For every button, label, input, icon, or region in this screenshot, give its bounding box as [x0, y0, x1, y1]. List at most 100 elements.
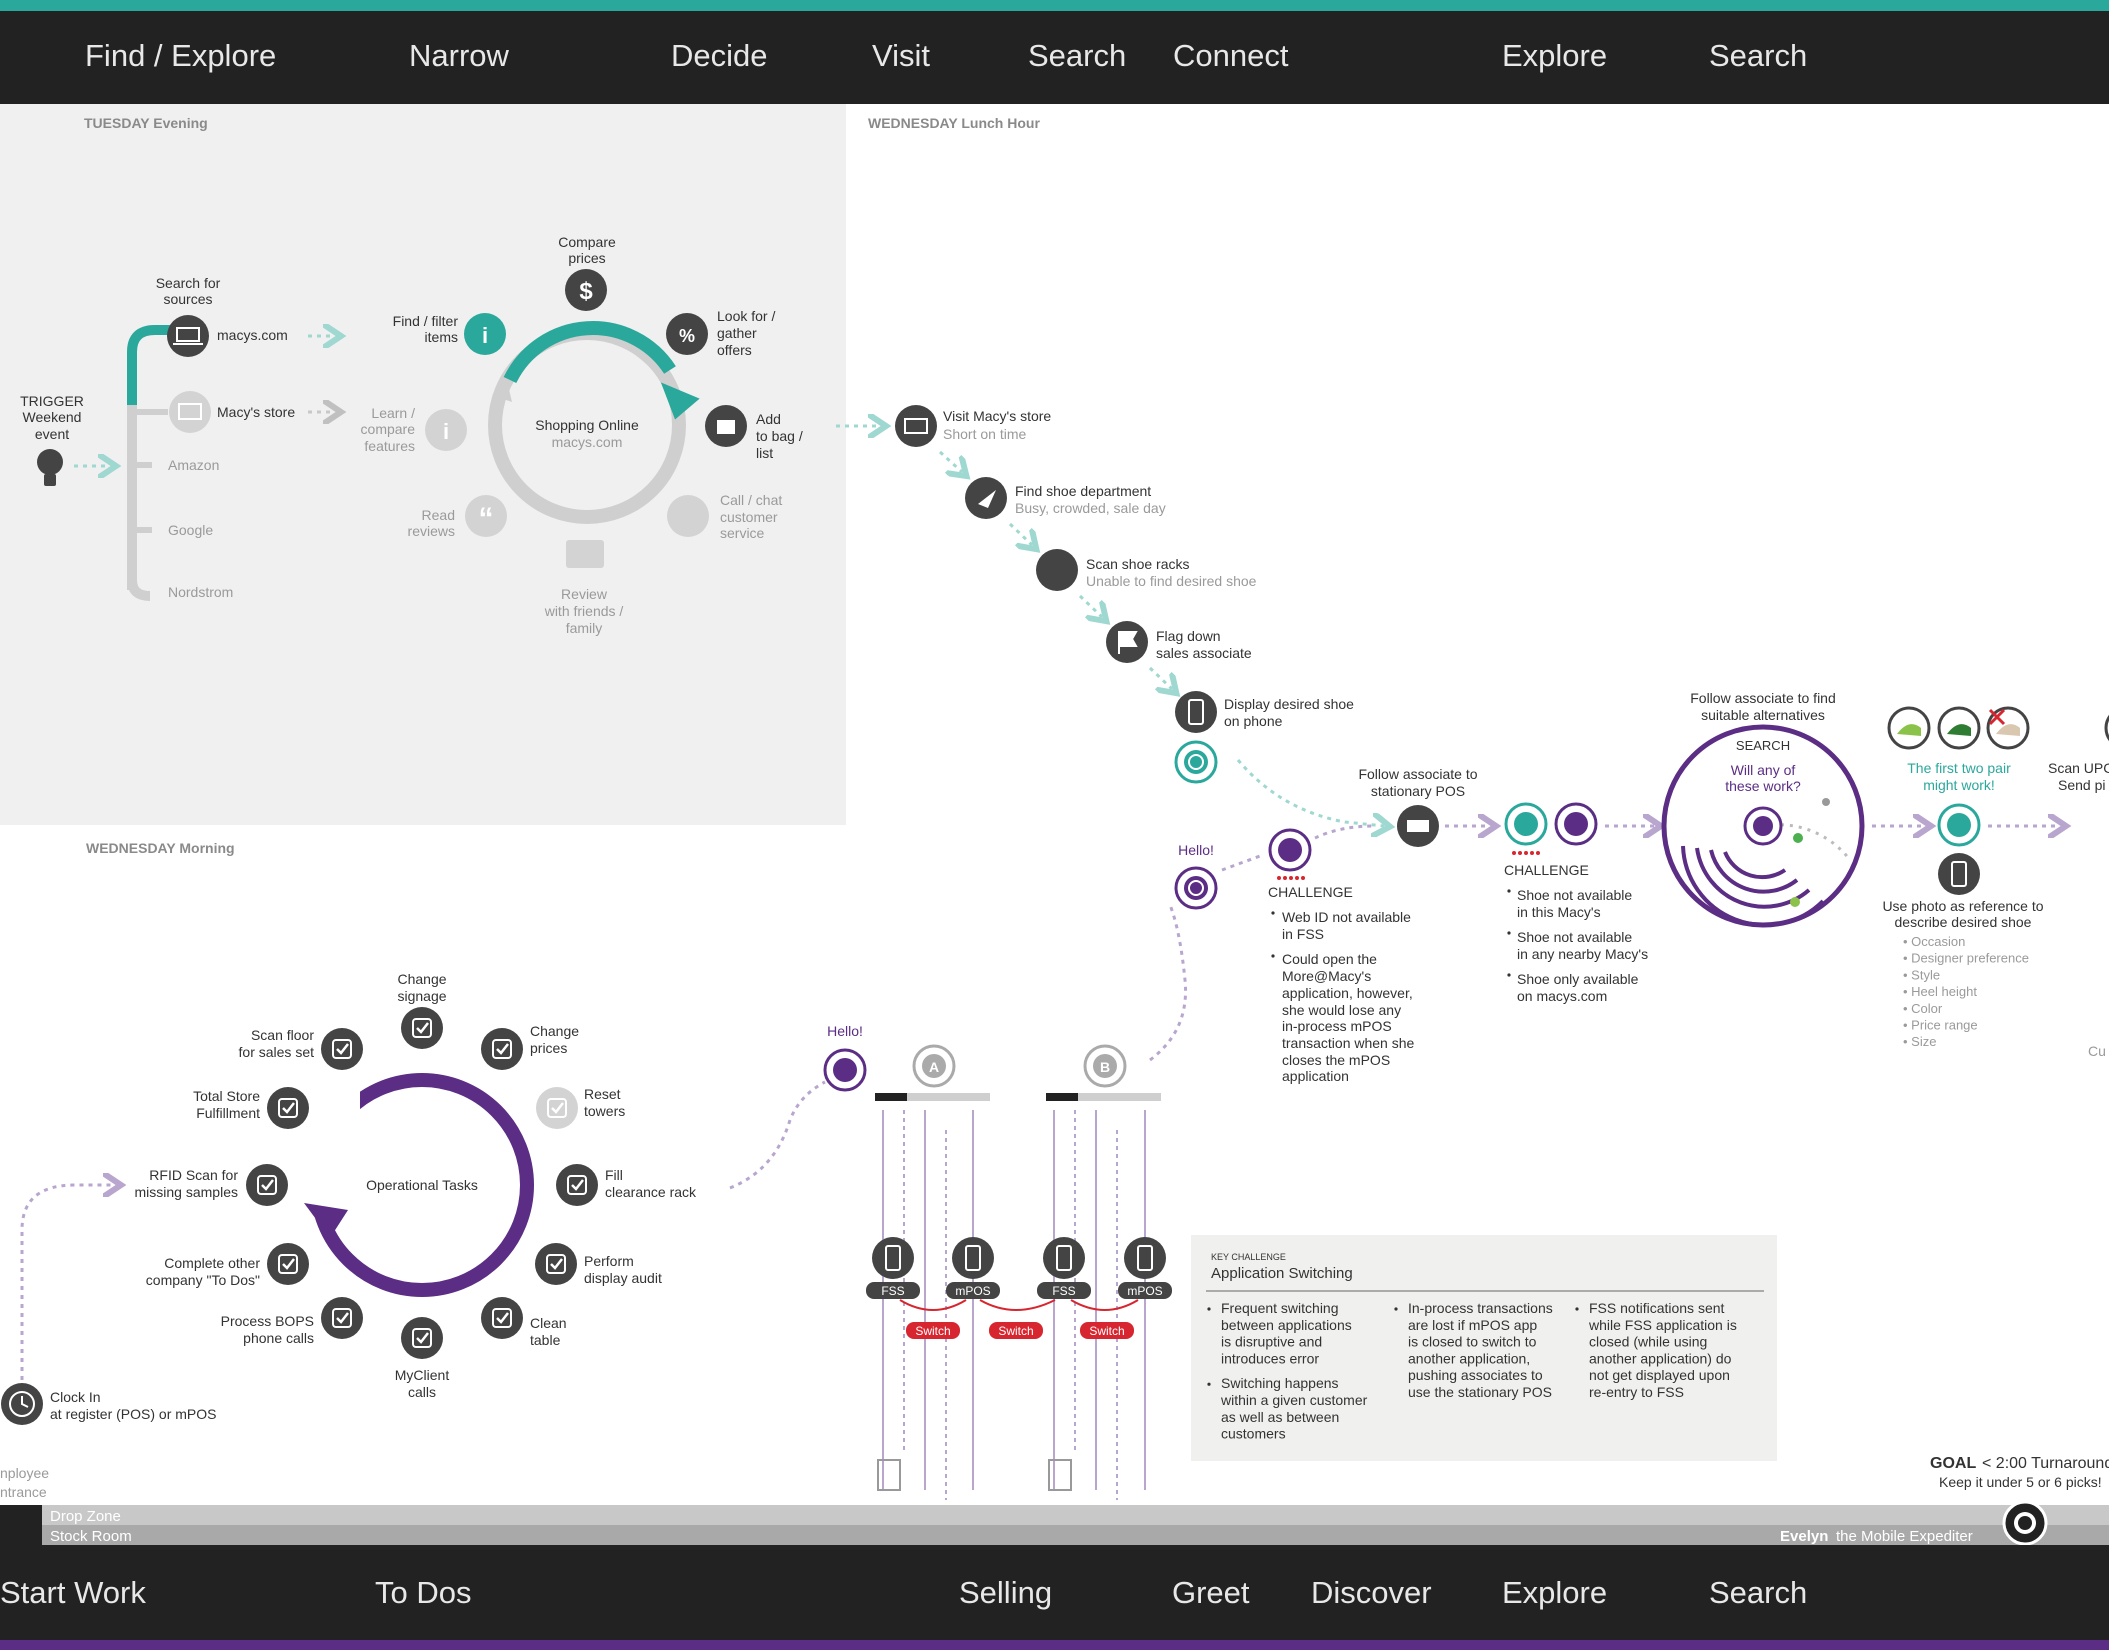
criteria-item: • Style: [1903, 967, 1940, 982]
svg-text:Compare: Compare: [558, 234, 616, 250]
svg-text:items: items: [425, 329, 458, 345]
associate-b-icon: B: [1083, 1044, 1127, 1088]
svg-text:KEY CHALLENGE: KEY CHALLENGE: [1211, 1252, 1286, 1262]
top-stage-bar: Find / Explore Narrow Decide Visit Searc…: [0, 0, 2109, 104]
lightbulb-icon: [37, 449, 63, 486]
hello-label-2: Hello!: [827, 1023, 863, 1039]
svg-text:Unable to find desired shoe: Unable to find desired shoe: [1086, 573, 1257, 589]
op-node-label: Fill: [605, 1167, 623, 1183]
stage-search: Search: [1028, 38, 1126, 73]
op-node-label: MyClient: [395, 1367, 450, 1383]
stage-explore-b: Explore: [1502, 1575, 1607, 1610]
cycle-node-look: % Look for / gather offers: [666, 308, 775, 358]
svg-text:B: B: [1100, 1059, 1110, 1075]
persona-role: the Mobile Expediter: [1836, 1528, 1973, 1545]
svg-text:< 2:00 Turnaround: < 2:00 Turnaround: [1982, 1455, 2109, 1472]
stage-selling: Selling: [959, 1575, 1052, 1610]
op-node-label: Total Store: [193, 1088, 260, 1104]
bottom-stage-bar: Start Work To Dos Selling Greet Discover…: [0, 1545, 2109, 1650]
svg-text:she would lose any: she would lose any: [1282, 1002, 1401, 1018]
criteria-item: • Heel height: [1903, 984, 1977, 999]
svg-text:Switch: Switch: [1089, 1324, 1124, 1338]
svg-text:Find shoe department: Find shoe department: [1015, 483, 1151, 499]
op-node-label: table: [530, 1332, 561, 1348]
key-challenge-text: between applications: [1221, 1317, 1352, 1333]
svg-text:i: i: [482, 323, 488, 348]
svg-text:Scan UPC: Scan UPC: [2048, 760, 2109, 776]
stage-to-dos: To Dos: [375, 1575, 471, 1610]
stage-narrow: Narrow: [409, 38, 510, 73]
stage-decide: Decide: [671, 38, 768, 73]
svg-text:“: “: [479, 502, 494, 535]
svg-text:Shoe not available: Shoe not available: [1517, 887, 1632, 903]
key-challenge-text: Frequent switching: [1221, 1300, 1339, 1316]
svg-text:offers: offers: [717, 342, 752, 358]
svg-text:Switch: Switch: [998, 1324, 1033, 1338]
svg-text:Keep it under 5 or 6 picks!: Keep it under 5 or 6 picks!: [1939, 1474, 2102, 1490]
drop-zone-label: Drop Zone: [50, 1508, 121, 1525]
cycle-node-compare: Compare prices $: [558, 234, 616, 311]
op-node-label: missing samples: [135, 1184, 238, 1200]
svg-text:mPOS: mPOS: [955, 1284, 990, 1298]
dollar-icon: [565, 269, 607, 311]
scan-upc-cut: Scan UPC Send pi Cu: [2048, 714, 2109, 1059]
svg-text:features: features: [364, 438, 415, 454]
key-challenge-text: another application) do: [1589, 1350, 1732, 1366]
svg-text:Will any of: Will any of: [1731, 762, 1796, 778]
stage-start-work: Start Work: [0, 1575, 146, 1610]
step-visit-store: Visit Macy's store Short on time: [895, 405, 1051, 447]
employee-entrance-1: nployee: [0, 1465, 49, 1481]
svg-text:SEARCH: SEARCH: [1736, 738, 1790, 753]
svg-text:Application Switching: Application Switching: [1211, 1265, 1353, 1282]
svg-text:Search for: Search for: [156, 275, 221, 291]
svg-text:Find / filter: Find / filter: [393, 313, 459, 329]
device-row-b: FSS mPOS: [1037, 1237, 1172, 1299]
criteria-list: • Occasion• Designer preference• Style• …: [1903, 934, 2029, 1049]
step-flag-down: Flag down sales associate: [1106, 621, 1252, 663]
key-challenge-text: is disruptive and: [1221, 1334, 1322, 1350]
svg-text:Review: Review: [561, 586, 608, 602]
source-macys-com: macys.com: [217, 327, 288, 343]
step-display-shoe: Display desired shoe on phone: [1175, 691, 1354, 733]
cycle-node-add: Add to bag / list: [705, 405, 803, 461]
stage-find-explore: Find / Explore: [85, 38, 276, 73]
svg-text:Learn /: Learn /: [371, 405, 415, 421]
stage-connect: Connect: [1173, 38, 1289, 73]
cycle-center-sub: macys.com: [552, 434, 623, 450]
mpos-phone-icon: [952, 1237, 994, 1279]
svg-text:Weekend: Weekend: [23, 409, 82, 425]
op-node-label: clearance rack: [605, 1184, 697, 1200]
tuesday-panel: [0, 104, 846, 825]
svg-text:prices: prices: [568, 250, 605, 266]
svg-text:FSS: FSS: [1052, 1284, 1075, 1298]
key-challenge-text: introduces error: [1221, 1350, 1319, 1366]
svg-text:TRIGGER: TRIGGER: [20, 393, 84, 409]
svg-text:Short on time: Short on time: [943, 426, 1026, 442]
svg-text:Call / chat: Call / chat: [720, 492, 782, 508]
op-node-label: Change: [530, 1023, 579, 1039]
device-row-a: FSS mPOS: [866, 1237, 1000, 1299]
badge-icon: [666, 313, 708, 355]
source-amazon: Amazon: [168, 457, 219, 473]
customer-happy-icon: [1937, 803, 1981, 847]
phone-photo-icon: [1938, 853, 1980, 895]
svg-text:Display desired shoe: Display desired shoe: [1224, 696, 1354, 712]
checkbox-icon: [481, 1297, 523, 1339]
key-challenge-box: KEY CHALLENGE Application Switching Freq…: [1191, 1235, 1777, 1461]
op-node-label: signage: [397, 988, 446, 1004]
key-challenge-text: Switching happens: [1221, 1375, 1339, 1391]
svg-text:CHALLENGE: CHALLENGE: [1268, 884, 1353, 900]
step-find-department: Find shoe department Busy, crowded, sale…: [965, 477, 1166, 519]
stock-room-label: Stock Room: [50, 1528, 132, 1545]
svg-text:Follow associate to: Follow associate to: [1358, 766, 1477, 782]
challenge-2: CHALLENGE Shoe not available in this Mac…: [1504, 862, 1648, 1004]
svg-text:CHALLENGE: CHALLENGE: [1504, 862, 1589, 878]
svg-text:Scan shoe racks: Scan shoe racks: [1086, 556, 1190, 572]
key-challenge-text: FSS notifications sent: [1589, 1300, 1725, 1316]
svg-text:at register (POS) or mPOS: at register (POS) or mPOS: [50, 1406, 216, 1422]
